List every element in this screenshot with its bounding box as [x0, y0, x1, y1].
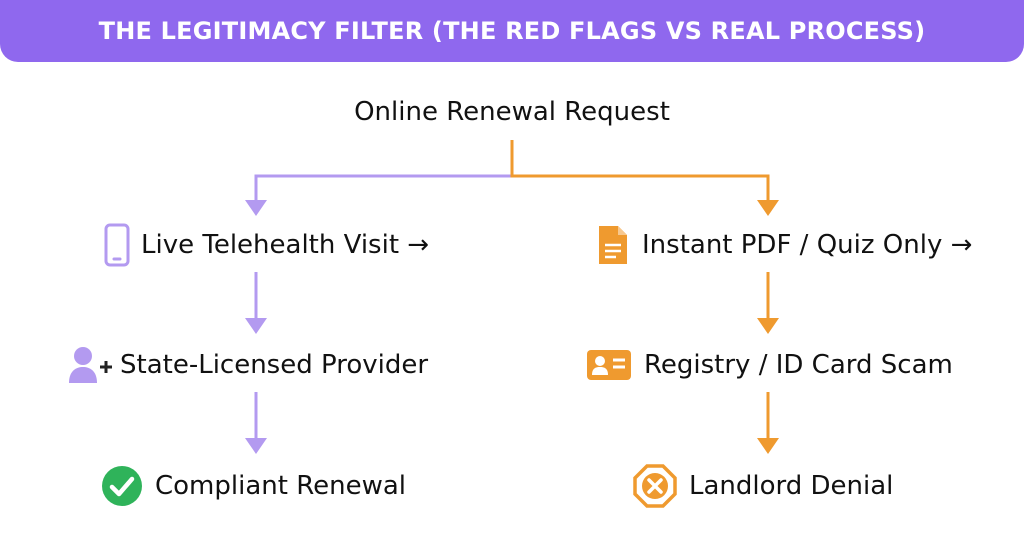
root-node: Online Renewal Request [354, 97, 670, 127]
arrowhead-right-1-2 [757, 318, 779, 334]
arrowhead-left-1-2 [245, 318, 267, 334]
phone-icon [103, 223, 131, 267]
node-label: Live Telehealth Visit → [141, 230, 430, 260]
node-label: State-Licensed Provider [120, 350, 429, 380]
node-landlord-denial: Landlord Denial [633, 462, 893, 510]
node-label: Compliant Renewal [155, 471, 406, 501]
node-label: Registry / ID Card Scam [644, 350, 953, 380]
diagram-title: THE LEGITIMACY FILTER (THE RED FLAGS VS … [98, 17, 926, 45]
id-card-icon [586, 348, 632, 382]
title-banner [0, 0, 1024, 62]
connector-root-right [510, 140, 770, 204]
arrowhead-right-2-3 [757, 438, 779, 454]
node-compliant-renewal: Compliant Renewal [101, 462, 406, 510]
arrowhead-root-right [757, 200, 779, 216]
arrowhead-root-left [245, 200, 267, 216]
node-state-licensed: State-Licensed Provider [68, 341, 428, 389]
connector-root-left [254, 140, 514, 204]
document-icon [596, 223, 630, 267]
x-octagon-icon [633, 464, 677, 508]
node-registry-scam: Registry / ID Card Scam [586, 341, 953, 389]
check-circle-icon [101, 465, 143, 507]
node-live-telehealth: Live Telehealth Visit → [103, 221, 429, 269]
add-user-icon [68, 345, 114, 385]
node-label: Instant PDF / Quiz Only → [642, 230, 973, 260]
node-label: Landlord Denial [689, 471, 894, 501]
node-instant-pdf: Instant PDF / Quiz Only → [596, 221, 972, 269]
arrowhead-left-2-3 [245, 438, 267, 454]
